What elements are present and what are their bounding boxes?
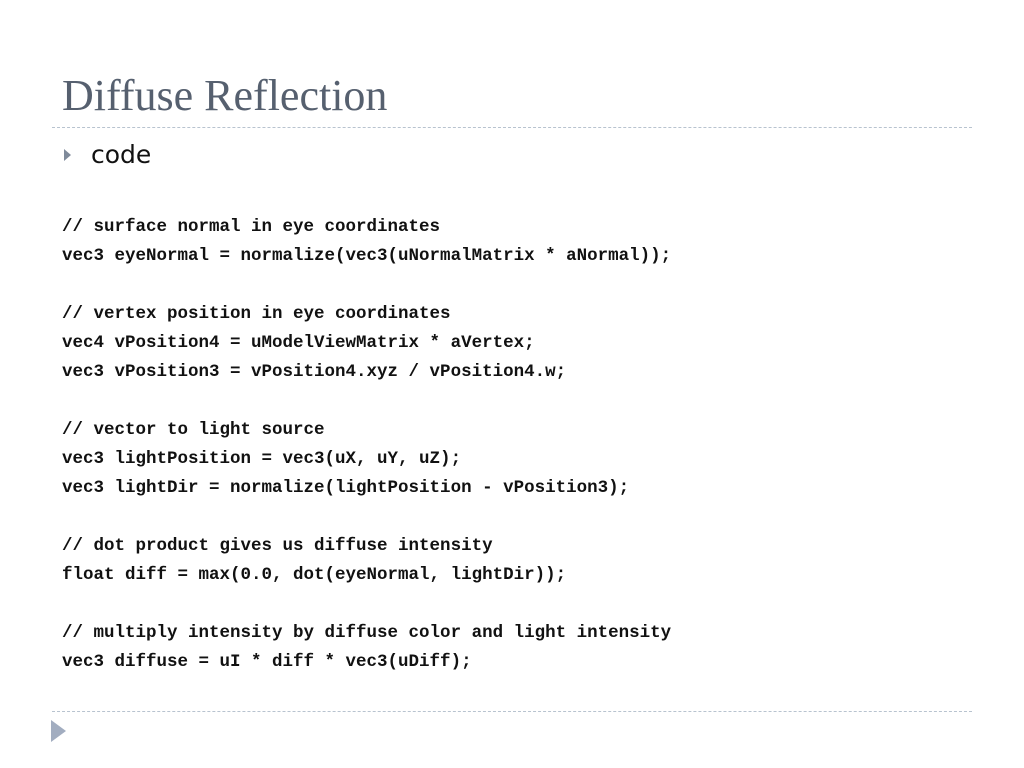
bullet-item: code xyxy=(64,138,151,172)
slide-title: Diffuse Reflection xyxy=(62,71,388,120)
play-arrow-icon[interactable] xyxy=(51,720,66,742)
code-line: vec3 eyeNormal = normalize(vec3(uNormalM… xyxy=(62,246,672,266)
code-line: vec4 vPosition4 = uModelViewMatrix * aVe… xyxy=(62,333,535,353)
code-blank-line xyxy=(62,590,671,619)
code-blank-line xyxy=(62,387,671,416)
bullet-label: code xyxy=(91,140,152,169)
code-comment-line: // surface normal in eye coordinates xyxy=(62,217,441,237)
code-block: // surface normal in eye coordinates vec3… xyxy=(62,213,671,677)
code-comment-line: // multiply intensity by diffuse color a… xyxy=(62,623,672,643)
code-blank-line xyxy=(62,503,671,532)
code-blank-line xyxy=(62,271,671,300)
code-line: vec3 lightDir = normalize(lightPosition … xyxy=(62,478,630,498)
code-comment-line: // vertex position in eye coordinates xyxy=(62,304,451,324)
triangle-bullet-icon xyxy=(64,149,71,161)
code-comment-line: // vector to light source xyxy=(62,420,325,440)
code-line: vec3 lightPosition = vec3(uX, uY, uZ); xyxy=(62,449,462,469)
code-line: vec3 vPosition3 = vPosition4.xyz / vPosi… xyxy=(62,362,567,382)
code-line: float diff = max(0.0, dot(eyeNormal, lig… xyxy=(62,565,567,585)
title-divider xyxy=(52,127,972,128)
footer-divider xyxy=(52,711,972,712)
code-line: vec3 diffuse = uI * diff * vec3(uDiff); xyxy=(62,652,472,672)
code-comment-line: // dot product gives us diffuse intensit… xyxy=(62,536,493,556)
